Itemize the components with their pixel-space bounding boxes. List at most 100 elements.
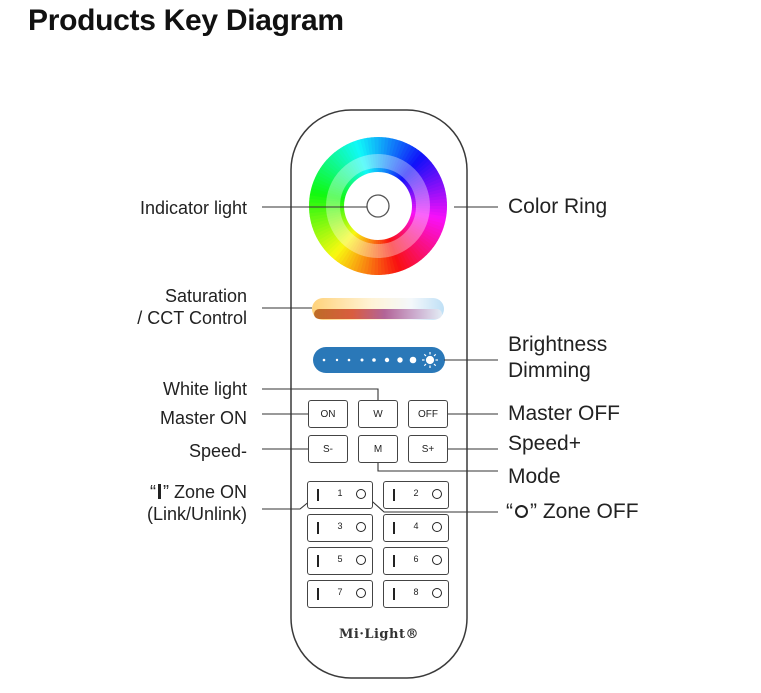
color-ring-segment xyxy=(313,217,348,235)
color-ring-segment xyxy=(388,140,404,176)
master-off-button[interactable]: OFF xyxy=(408,400,448,428)
color-ring-segment xyxy=(389,236,407,271)
color-ring-segment xyxy=(339,233,362,266)
zone-button-6[interactable]: 6 xyxy=(383,547,449,575)
zone-number: 5 xyxy=(337,554,343,564)
color-ring-segment xyxy=(408,177,443,195)
color-ring-segment xyxy=(309,194,346,203)
color-ring-segment xyxy=(319,223,352,247)
color-ring-segment xyxy=(410,209,447,218)
color-ring-segment xyxy=(383,137,393,174)
label-white-light: White light xyxy=(162,379,247,399)
zone-on-icon xyxy=(317,489,319,501)
zone-button-4[interactable]: 4 xyxy=(383,514,449,542)
color-ring-segment xyxy=(391,235,410,270)
speed-plus-button[interactable]: S+ xyxy=(408,435,448,463)
color-ring-segment xyxy=(403,162,435,187)
zone-button-8[interactable]: 8 xyxy=(383,580,449,608)
color-ring-segment xyxy=(320,165,352,189)
color-ring-segment xyxy=(398,152,425,182)
color-ring-segment xyxy=(322,162,353,187)
color-ring-segment xyxy=(326,156,355,184)
label-indicator-light: Indicator light xyxy=(139,198,247,218)
color-ring-segment xyxy=(324,159,354,186)
zone-off-icon xyxy=(356,522,366,532)
color-ring-segment xyxy=(392,144,413,178)
indicator-light xyxy=(366,194,390,218)
label-zone-off-text: ” Zone OFF xyxy=(530,500,639,523)
label-master-on: Master ON xyxy=(159,408,247,428)
color-ring-segment xyxy=(311,184,347,198)
zone-button-3[interactable]: 3 xyxy=(307,514,373,542)
color-ring-segment xyxy=(391,142,410,177)
brightness-dimming-bar xyxy=(313,347,445,373)
zone-button-1[interactable]: 1 xyxy=(307,481,373,509)
color-ring-segment xyxy=(408,181,444,197)
color-ring-segment xyxy=(309,201,346,206)
color-ring-segment xyxy=(317,222,351,244)
zone-on-icon xyxy=(317,522,319,534)
color-ring-segment xyxy=(309,209,346,217)
color-ring-segment xyxy=(370,238,377,275)
color-ring-segment xyxy=(309,198,346,205)
zone-on-icon xyxy=(157,484,161,499)
color-ring-segment xyxy=(363,238,373,275)
color-ring-segment xyxy=(402,159,432,186)
zone-button-2[interactable]: 2 xyxy=(383,481,449,509)
white-light-button[interactable]: W xyxy=(358,400,398,428)
zone-off-icon xyxy=(432,555,442,565)
color-ring-segment xyxy=(360,138,372,175)
color-ring-segment xyxy=(340,145,362,179)
color-ring-segment xyxy=(314,219,349,238)
color-ring-segment xyxy=(311,214,347,228)
color-ring-segment xyxy=(309,191,346,201)
color-ring-segment xyxy=(310,187,347,200)
color-ring-segment xyxy=(334,149,359,181)
label-zone-on-text: ” Zone ON xyxy=(162,482,247,502)
label-zone-off-prefix: “ xyxy=(506,500,513,523)
label-brightness-line1: Brightness xyxy=(508,333,608,356)
color-ring-segment xyxy=(346,235,365,270)
zone-button-7[interactable]: 7 xyxy=(307,580,373,608)
mode-button[interactable]: M xyxy=(358,435,398,463)
label-saturation-cct: Saturation / CCT Control xyxy=(137,285,247,329)
color-ring-segment xyxy=(409,212,446,225)
color-ring xyxy=(309,137,447,275)
zone-on-icon xyxy=(317,555,319,567)
label-zone-on-prefix: “ xyxy=(149,482,156,502)
zone-off-icon xyxy=(432,489,442,499)
color-ring-segment xyxy=(328,229,356,258)
color-ring-segment xyxy=(349,236,367,271)
label-saturation-line2: / CCT Control xyxy=(137,308,247,328)
zone-number: 6 xyxy=(413,554,419,564)
brand-logo: Mi·Light® xyxy=(339,627,419,642)
color-ring-segment xyxy=(394,146,417,179)
color-ring-segment xyxy=(402,226,432,253)
zone-button-5[interactable]: 5 xyxy=(307,547,373,575)
color-ring-segment xyxy=(408,217,443,235)
label-zone-on-line1: “ ” Zone ON xyxy=(147,481,247,503)
zone-number: 7 xyxy=(337,587,343,597)
zone-on-icon xyxy=(393,588,395,600)
color-ring-segment xyxy=(403,225,434,250)
color-ring-segment xyxy=(356,139,370,175)
zone-off-icon xyxy=(356,555,366,565)
zone-number: 3 xyxy=(337,521,343,531)
color-ring-segment xyxy=(386,237,400,273)
speed-minus-button[interactable]: S- xyxy=(308,435,348,463)
color-ring-segment xyxy=(318,167,351,190)
color-ring-segment xyxy=(395,232,419,265)
master-on-button[interactable]: ON xyxy=(308,400,348,428)
label-zone-off: “ ” Zone OFF xyxy=(506,499,639,525)
zone-off-icon xyxy=(432,522,442,532)
color-ring-segment xyxy=(405,222,438,245)
label-zone-on-line2: (Link/Unlink) xyxy=(146,504,247,524)
zone-off-icon xyxy=(432,588,442,598)
page-title: Products Key Diagram xyxy=(28,4,344,37)
color-ring-segment xyxy=(389,141,407,176)
color-ring-segment xyxy=(410,211,447,221)
color-ring-segment xyxy=(359,237,372,274)
color-ring-segment xyxy=(410,191,447,202)
color-ring-segment xyxy=(367,137,375,174)
label-saturation-line1: Saturation xyxy=(164,286,247,306)
